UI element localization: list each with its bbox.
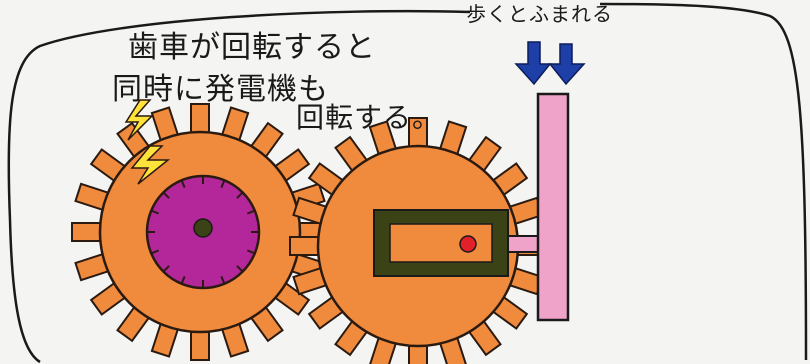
generator-tick xyxy=(220,275,226,285)
spark-icon xyxy=(124,99,171,185)
generator-tick xyxy=(150,209,160,215)
caption-line-2: 同時に発電機も xyxy=(112,72,329,107)
generator-tick xyxy=(162,265,170,273)
left-gear xyxy=(71,103,329,361)
generator-tick xyxy=(220,179,226,189)
red-dot xyxy=(459,235,477,253)
right-gear xyxy=(289,117,547,364)
generator xyxy=(145,174,261,290)
generator-tick xyxy=(180,179,186,189)
caption-line-1: 歯車が回転すると xyxy=(128,30,376,65)
generator-tick xyxy=(180,275,186,285)
generator-tick xyxy=(236,191,244,199)
lever xyxy=(507,92,570,322)
generator-tick xyxy=(162,191,170,199)
generator-tick xyxy=(236,265,244,273)
caption-line-3: 回転する。 xyxy=(296,101,442,134)
generator-tick xyxy=(246,249,256,255)
top-caption: 歩くとふまれる xyxy=(466,2,613,26)
down-arrow-icon xyxy=(514,41,586,86)
bubble-outline xyxy=(7,2,808,364)
generator-tick xyxy=(246,209,256,215)
generator-tick xyxy=(150,249,160,255)
